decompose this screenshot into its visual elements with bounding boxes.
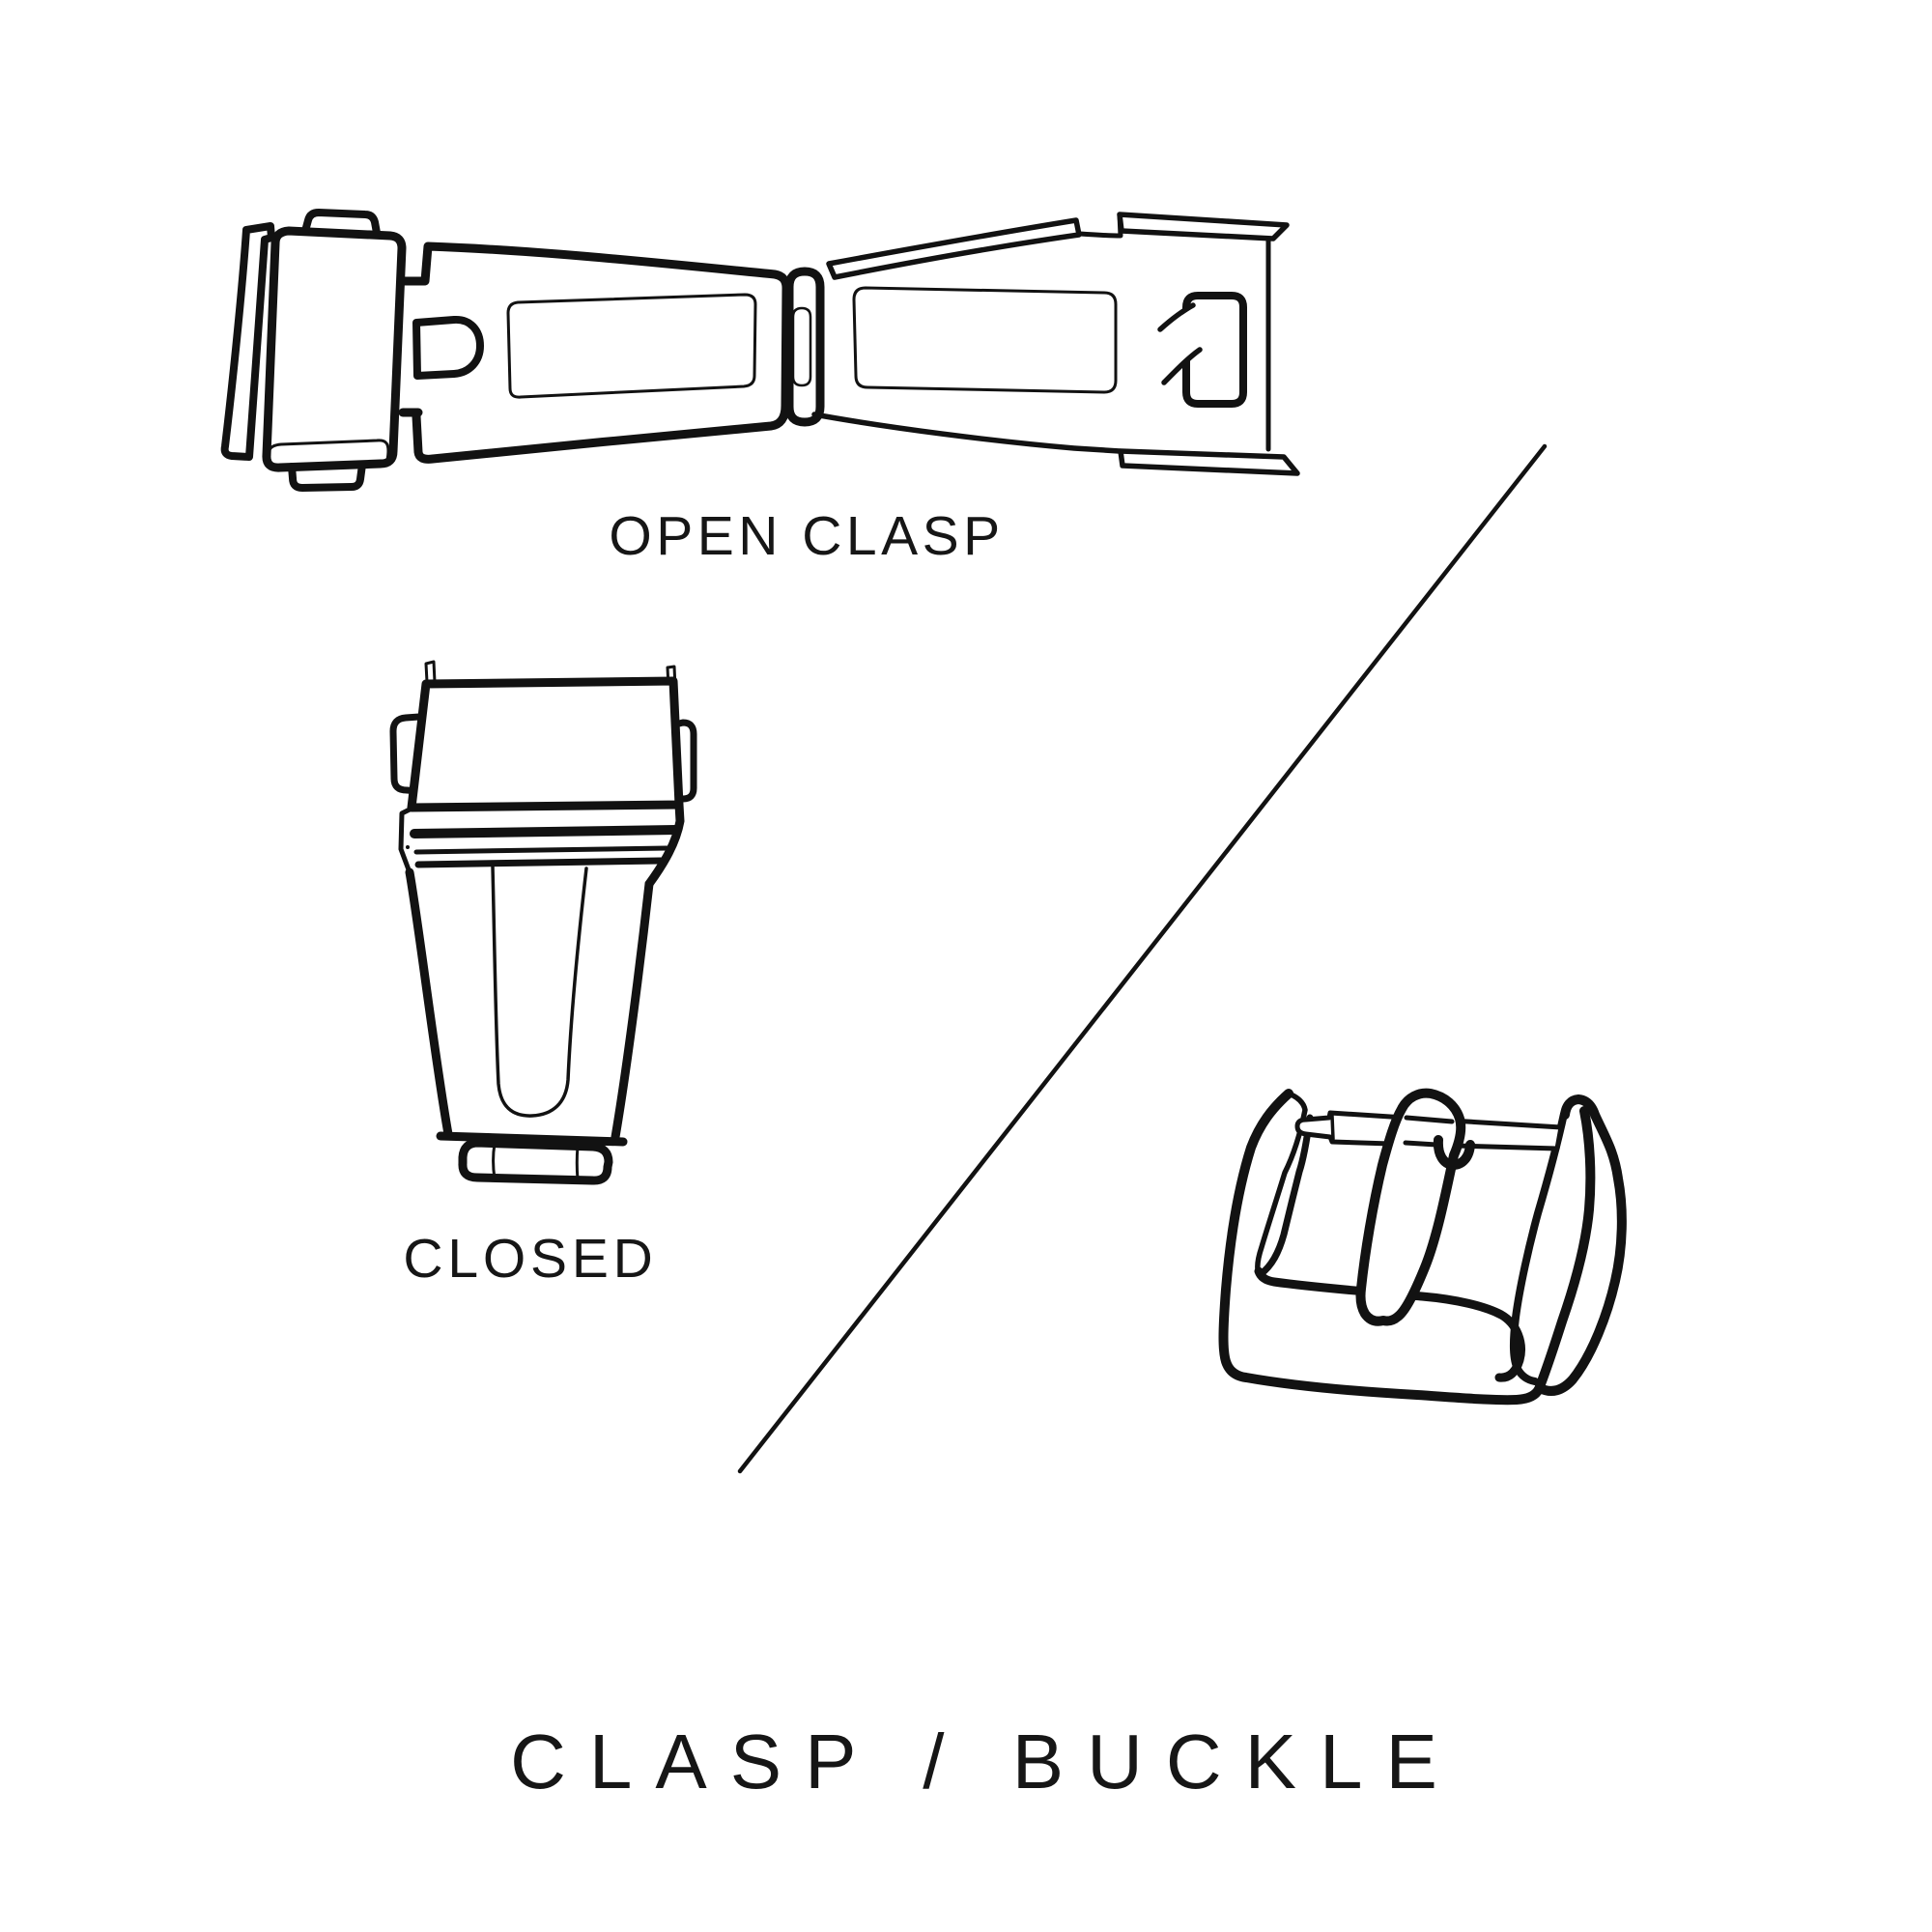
closed-clasp-prong-left <box>424 660 437 684</box>
closed-clasp-cap-tick-left <box>492 1142 497 1180</box>
open-clasp-hook-strap <box>1159 309 1199 379</box>
closed-clasp-cover <box>407 676 684 812</box>
buckle-frame-outer <box>1218 1089 1596 1406</box>
open-clasp-hook-curl-top <box>1157 302 1196 332</box>
closed-clasp-flap <box>398 806 414 875</box>
open-clasp-left-window <box>506 293 757 399</box>
buckle-pin-collar-1 <box>1330 1114 1335 1141</box>
closed-clasp-body-left <box>405 867 453 1139</box>
buckle-loop-ring <box>1433 1135 1475 1170</box>
open-clasp-bottom-tab <box>288 461 366 492</box>
divider-line <box>737 443 1548 1474</box>
buckle-body-top-edge <box>1254 1266 1525 1382</box>
closed-clasp-band-line-1 <box>410 825 681 838</box>
closed-clasp-illustration <box>389 660 697 1185</box>
closed-clasp-cap-tick-right <box>575 1145 580 1181</box>
closed-clasp-label: CLOSED <box>403 1228 658 1290</box>
buckle-bar-through-loop <box>1403 1115 1455 1148</box>
page-title: CLASP / BUCKLE <box>510 1719 1461 1804</box>
open-clasp-hinge-pin <box>791 306 812 387</box>
closed-clasp-ear-right <box>675 719 697 804</box>
closed-clasp-band-line-2 <box>413 845 669 855</box>
closed-clasp-bottom-cap <box>458 1138 613 1185</box>
closed-clasp-body-bottom <box>436 1131 628 1147</box>
open-clasp-top-tab <box>301 209 381 237</box>
buckle-left-arm-inner <box>1257 1114 1314 1278</box>
buckle-right-arm-outer <box>1535 1094 1627 1396</box>
open-clasp-cover-lip <box>267 439 390 467</box>
open-clasp-right-arm-top-strip-b <box>1117 212 1290 242</box>
closed-clasp-body-right <box>611 879 654 1142</box>
open-clasp-right-arm-bottom-strip <box>1118 448 1300 476</box>
open-clasp-label: OPEN CLASP <box>609 505 1005 567</box>
open-clasp-hook-curl-bottom <box>1161 347 1203 385</box>
open-clasp-right-window <box>852 286 1118 394</box>
buckle-right-arm-inner <box>1509 1110 1568 1385</box>
closed-clasp-slot <box>491 865 588 1118</box>
pin-buckle-illustration <box>1218 1088 1627 1406</box>
closed-clasp-band-right-edge <box>644 800 685 889</box>
open-clasp-end-bar <box>220 222 275 461</box>
open-clasp-right-arm-seam <box>1077 212 1123 239</box>
closed-clasp-ear-left <box>389 713 423 795</box>
open-clasp-d-cutout <box>412 315 484 380</box>
closed-clasp-band-line-3 <box>414 857 665 868</box>
open-clasp-cover-block <box>262 226 407 472</box>
open-clasp-right-arm-bottom <box>811 412 1122 454</box>
open-clasp-hook-cutout <box>1182 292 1247 408</box>
closed-clasp-flap-dot <box>406 845 410 849</box>
buckle-left-arm-middle <box>1255 1091 1308 1272</box>
open-clasp-left-arm <box>412 242 791 464</box>
open-clasp-right-arm-top-strip-a <box>826 217 1082 280</box>
open-clasp-illustration <box>220 209 1300 492</box>
